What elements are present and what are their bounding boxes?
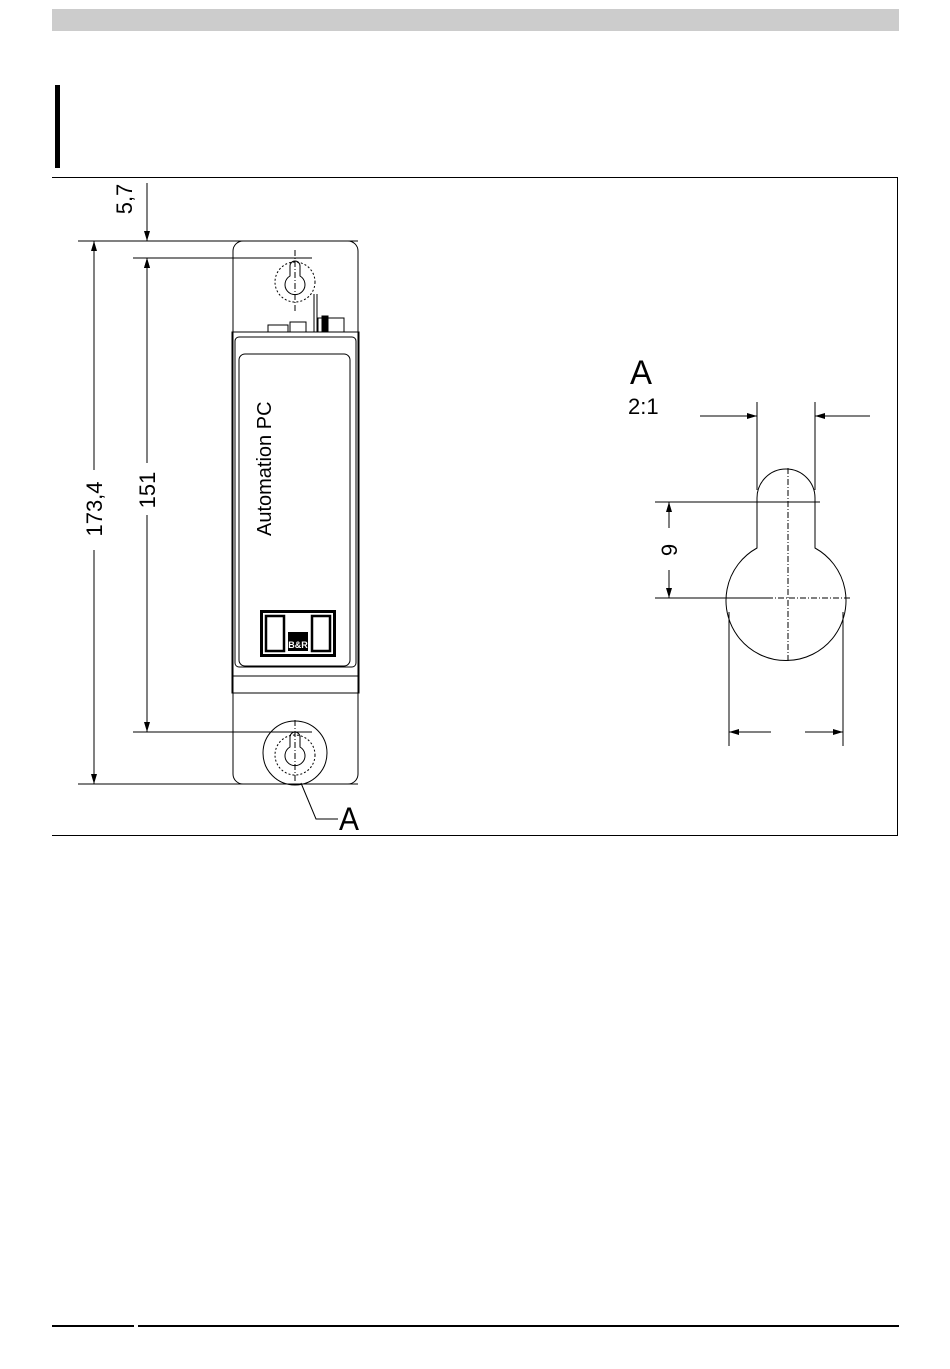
callout-label: A bbox=[339, 801, 360, 837]
footer-rule-left bbox=[52, 1325, 134, 1327]
dim-total-height: 173,4 bbox=[82, 481, 107, 536]
top-keyhole bbox=[133, 250, 315, 312]
dim-hole-spacing: 151 bbox=[135, 472, 160, 509]
callout-leader bbox=[301, 783, 338, 819]
detail-scale: 2:1 bbox=[628, 394, 659, 419]
dim-top-offset: 5,7 bbox=[112, 184, 137, 215]
device-label: Automation PC bbox=[254, 401, 276, 536]
footer-rule-right bbox=[138, 1325, 899, 1327]
dimension-lines bbox=[78, 183, 358, 784]
detail-dimensions bbox=[655, 402, 870, 746]
br-logo: B&R bbox=[260, 610, 336, 657]
connector-details bbox=[268, 294, 344, 332]
bottom-keyhole bbox=[133, 720, 327, 785]
logo-text: B&R bbox=[288, 640, 308, 650]
detail-keyhole bbox=[712, 468, 852, 662]
detail-label: A bbox=[630, 354, 652, 392]
dim-detail-keyhole: 9 bbox=[657, 544, 682, 556]
